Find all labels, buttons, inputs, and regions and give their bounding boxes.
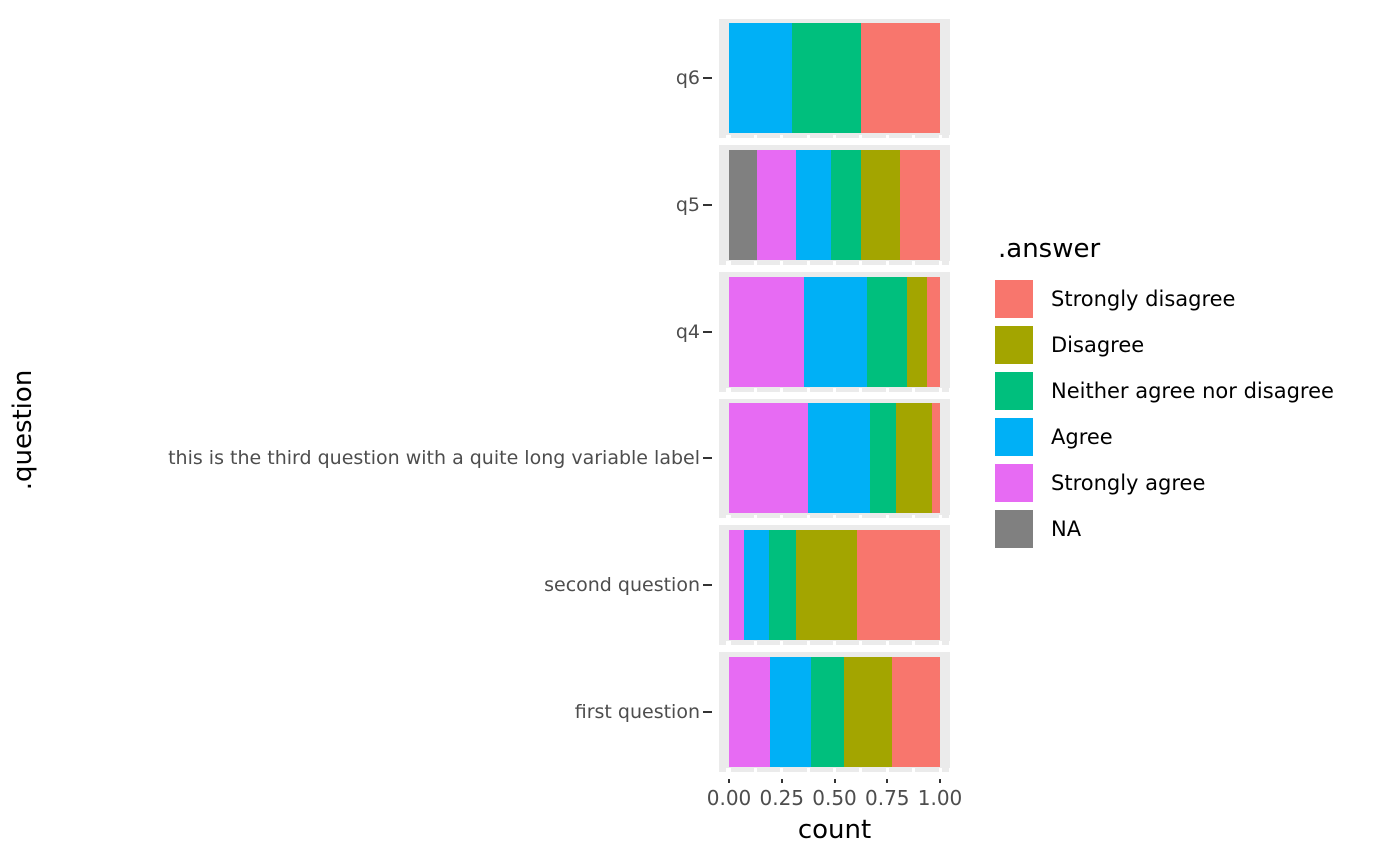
bar-segment[interactable] — [861, 23, 940, 134]
legend-item-label: Agree — [1051, 424, 1113, 449]
bar-segment[interactable] — [830, 150, 861, 260]
stacked-bar[interactable] — [729, 276, 940, 387]
y-axis-tick-label: second question — [544, 574, 700, 596]
y-axis-tick-mark — [703, 330, 712, 333]
legend-color-swatch — [995, 417, 1033, 456]
bar-segment[interactable] — [729, 403, 808, 514]
bar-segment[interactable] — [796, 530, 858, 640]
panel-row-separator — [719, 138, 950, 146]
panel-row-separator — [719, 771, 950, 779]
x-axis-tick-label: 0.25 — [759, 786, 805, 810]
bar-segment[interactable] — [807, 403, 870, 514]
legend-title: .answer — [998, 234, 1101, 264]
y-axis-tick-mark — [703, 77, 712, 80]
bar-segment[interactable] — [926, 276, 940, 387]
x-axis-tick-label: 0.00 — [706, 786, 752, 810]
bar-segment[interactable] — [895, 403, 932, 514]
legend-color-swatch — [995, 509, 1033, 548]
y-axis-tick-mark — [703, 457, 712, 460]
bar-segment[interactable] — [899, 150, 940, 260]
x-axis-tick-mark — [833, 775, 836, 783]
legend-item[interactable]: Disagree — [995, 322, 1395, 368]
plot-panel — [719, 11, 950, 779]
x-axis-tick-label: 0.50 — [812, 786, 857, 810]
bar-segment[interactable] — [729, 150, 757, 260]
stacked-bar[interactable] — [729, 403, 940, 514]
stacked-bar[interactable] — [729, 23, 940, 134]
bar-segment[interactable] — [931, 403, 940, 514]
y-axis-tick-label: q6 — [675, 67, 700, 90]
legend-color-swatch — [995, 371, 1033, 410]
panel-row-separator — [719, 518, 950, 526]
x-axis-ticks — [719, 775, 950, 785]
legend-item-label: Disagree — [1051, 332, 1145, 357]
bar-segment[interactable] — [869, 403, 896, 514]
y-axis-tick-label: first question — [574, 700, 700, 723]
bar-segment[interactable] — [860, 150, 900, 260]
bar-segment[interactable] — [756, 150, 796, 260]
legend-item[interactable]: NA — [995, 506, 1395, 552]
panel-row-separator — [719, 264, 950, 272]
legend-item-label: NA — [1051, 516, 1082, 541]
bar-segment[interactable] — [866, 276, 907, 387]
x-axis-tick-mark — [780, 775, 783, 783]
bar-segment[interactable] — [795, 150, 831, 260]
legend-item[interactable]: Strongly agree — [995, 460, 1395, 506]
stacked-bar[interactable] — [729, 530, 940, 640]
bar-segment[interactable] — [729, 276, 804, 387]
legend-item[interactable]: Neither agree nor disagree — [995, 368, 1395, 414]
bar-segment[interactable] — [769, 530, 797, 640]
panel-row-separator — [719, 391, 950, 399]
panel-row-separator — [719, 644, 950, 652]
y-axis-tick-mark — [703, 584, 712, 586]
legend-item-label: Neither agree nor disagree — [1051, 378, 1334, 403]
bar-segment[interactable] — [729, 23, 793, 134]
x-axis-title: count — [797, 815, 872, 845]
bar-segment[interactable] — [843, 656, 892, 767]
y-axis-tick-labels: q6 q5 q4 this is the third question with a … — [40, 15, 712, 775]
x-axis-tick-mark — [939, 775, 941, 783]
bar-segment[interactable] — [906, 276, 927, 387]
y-axis-tick-label: q4 — [675, 320, 700, 343]
panel-row-separator — [719, 11, 950, 19]
legend-item-label: Strongly agree — [1051, 470, 1206, 495]
bar-segment[interactable] — [729, 530, 745, 640]
bar-segment[interactable] — [857, 530, 940, 640]
bar-segment[interactable] — [803, 276, 867, 387]
y-axis-tick-label: this is the third question with a quite … — [168, 447, 700, 470]
legend-color-swatch — [995, 279, 1033, 318]
stacked-bar[interactable] — [729, 656, 940, 767]
legend-item[interactable]: Strongly disagree — [995, 276, 1395, 322]
x-axis-tick-mark — [886, 775, 889, 783]
bar-segment[interactable] — [744, 530, 770, 640]
legend-color-swatch — [995, 325, 1033, 364]
bar-segment[interactable] — [810, 656, 844, 767]
y-axis-tick-mark — [703, 204, 712, 206]
y-axis-tick-mark — [703, 710, 712, 713]
x-axis-tick-labels: 0.00 0.25 0.50 0.75 1.00 — [707, 786, 963, 816]
x-axis-tick-mark — [728, 775, 730, 783]
x-axis-tick-label: 1.00 — [917, 786, 963, 810]
legend-item-label: Strongly disagree — [1051, 286, 1236, 311]
bar-segment[interactable] — [729, 656, 770, 767]
bar-segment[interactable] — [792, 23, 862, 134]
x-axis-tick-label: 0.75 — [864, 786, 910, 810]
y-axis-title: .question — [8, 369, 38, 491]
bar-segment[interactable] — [891, 656, 940, 767]
legend-color-swatch — [995, 463, 1033, 502]
bar-segment[interactable] — [769, 656, 811, 767]
legend-item[interactable]: Agree — [995, 414, 1395, 460]
stacked-bar[interactable] — [729, 150, 940, 260]
y-axis-tick-label: q5 — [675, 194, 700, 216]
